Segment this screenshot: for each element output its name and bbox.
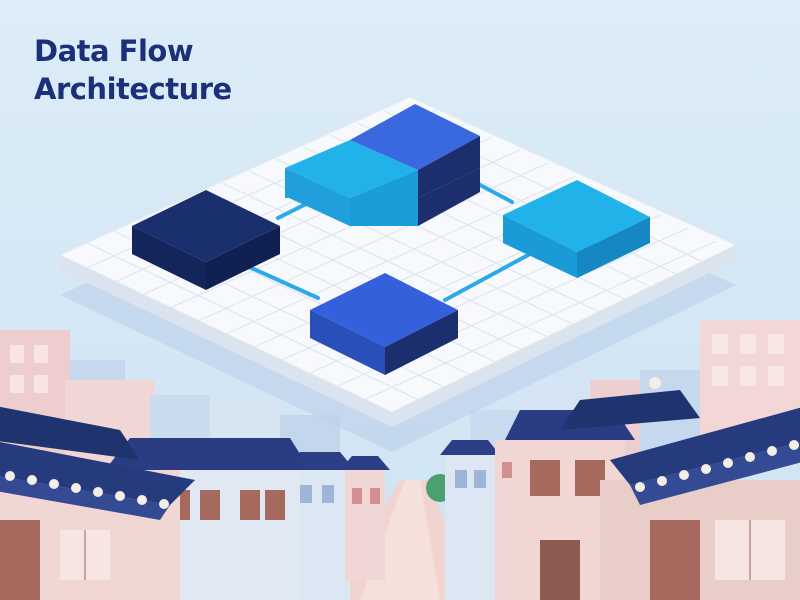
node-top-blue (350, 104, 480, 170)
node-bottom-blue (310, 273, 458, 375)
title-line-1: Data Flow (34, 34, 194, 68)
left-hanok (0, 406, 310, 600)
node-right-light (503, 180, 650, 278)
node-top-light (285, 140, 418, 198)
connector-bottom-to-right (443, 252, 532, 302)
right-hanok (505, 377, 800, 600)
connector-dark-to-bottom (243, 263, 320, 300)
node-dark-left (132, 190, 280, 290)
street-buildings-left (285, 452, 390, 600)
title-line-2: Architecture (34, 72, 232, 106)
page-title: Data Flow Architecture (34, 32, 232, 108)
node-top (285, 104, 480, 226)
